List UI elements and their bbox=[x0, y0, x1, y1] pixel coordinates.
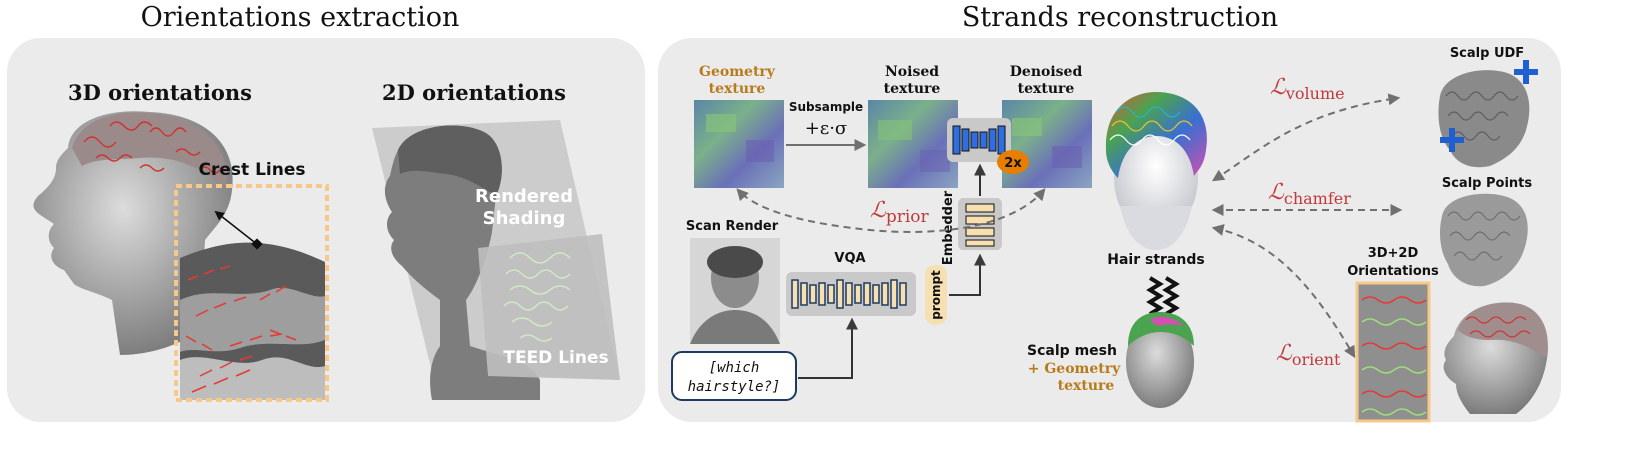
label-scalp-mesh-geometry-2: texture bbox=[1058, 378, 1115, 394]
svg-text:prompt: prompt bbox=[929, 270, 943, 320]
label-scalp-mesh-geometry-1: + Geometry bbox=[1028, 361, 1121, 377]
right-panel-title: Strands reconstruction bbox=[962, 2, 1278, 33]
label-denoised-texture-1: Denoised bbox=[1010, 64, 1083, 80]
label-vqa: VQA bbox=[834, 251, 865, 266]
loss-chamfer: ℒchamfer bbox=[1268, 180, 1351, 208]
plus-icon bbox=[1440, 128, 1464, 152]
question-box: [which hairstyle?] bbox=[671, 351, 797, 401]
label-3d-orientations: 3D orientations bbox=[68, 80, 252, 105]
orient-loss-arrow bbox=[1211, 224, 1356, 359]
loss-orient: ℒorient bbox=[1276, 341, 1341, 369]
orientations-zoom bbox=[1355, 281, 1431, 423]
label-2d-orientations: 2D orientations bbox=[382, 80, 566, 105]
head-2d-orientations bbox=[372, 120, 620, 400]
label-embedder: Embedder bbox=[941, 190, 956, 265]
label-noised-texture-1: Noised bbox=[885, 64, 939, 80]
label-geometry-texture-1: Geometry bbox=[699, 64, 776, 80]
unet-block bbox=[947, 118, 1011, 162]
svg-text:hairstyle?]: hairstyle?] bbox=[688, 379, 781, 395]
label-denoised-texture-2: texture bbox=[1018, 81, 1075, 97]
svg-text:2x: 2x bbox=[1004, 156, 1022, 171]
scalp-mesh-head bbox=[1126, 276, 1194, 408]
crest-lines-zoom bbox=[174, 184, 329, 402]
svg-text:[which: [which bbox=[709, 360, 760, 376]
prompt-pill: prompt bbox=[925, 265, 947, 325]
label-noised-texture-2: texture bbox=[884, 81, 941, 97]
scan-render-image bbox=[690, 238, 780, 344]
prior-loss-curve bbox=[736, 188, 1046, 233]
label-subsample: Subsample bbox=[789, 100, 863, 114]
label-scan-render: Scan Render bbox=[686, 219, 779, 234]
loss-volume: ℒvolume bbox=[1270, 75, 1345, 103]
hair-strands-head bbox=[1105, 92, 1207, 250]
geometry-texture-image bbox=[694, 100, 784, 188]
label-scalp-points: Scalp Points bbox=[1442, 176, 1533, 191]
vqa-block bbox=[786, 272, 916, 316]
orientations-head bbox=[1443, 302, 1548, 414]
label-hair-strands: Hair strands bbox=[1107, 252, 1204, 268]
label-orientations-1: 3D+2D bbox=[1368, 246, 1419, 261]
label-orientations-2: Orientations bbox=[1347, 264, 1439, 279]
noise-formula: +ε·σ bbox=[805, 118, 847, 139]
label-scalp-udf: Scalp UDF bbox=[1450, 46, 1524, 61]
plus-icon bbox=[1514, 60, 1538, 84]
label-crest-lines: Crest Lines bbox=[199, 160, 306, 180]
question-to-vqa-arrow bbox=[798, 317, 858, 379]
label-rendered-shading-1: Rendered bbox=[475, 186, 573, 207]
volume-loss-arrow bbox=[1211, 93, 1401, 182]
prompt-to-embedder-arrow bbox=[949, 253, 986, 296]
label-teed-lines: TEED Lines bbox=[503, 348, 608, 368]
label-geometry-texture-2: texture bbox=[709, 81, 766, 97]
label-scalp-mesh: Scalp mesh bbox=[1027, 343, 1117, 359]
loss-prior: ℒprior bbox=[870, 198, 930, 227]
two-x-badge: 2x bbox=[997, 150, 1029, 174]
left-panel-title: Orientations extraction bbox=[141, 2, 460, 33]
noised-texture-image bbox=[868, 100, 958, 188]
label-rendered-shading-2: Shading bbox=[483, 208, 566, 229]
scalp-points-head bbox=[1440, 193, 1528, 287]
denoised-texture-image bbox=[1002, 100, 1092, 188]
